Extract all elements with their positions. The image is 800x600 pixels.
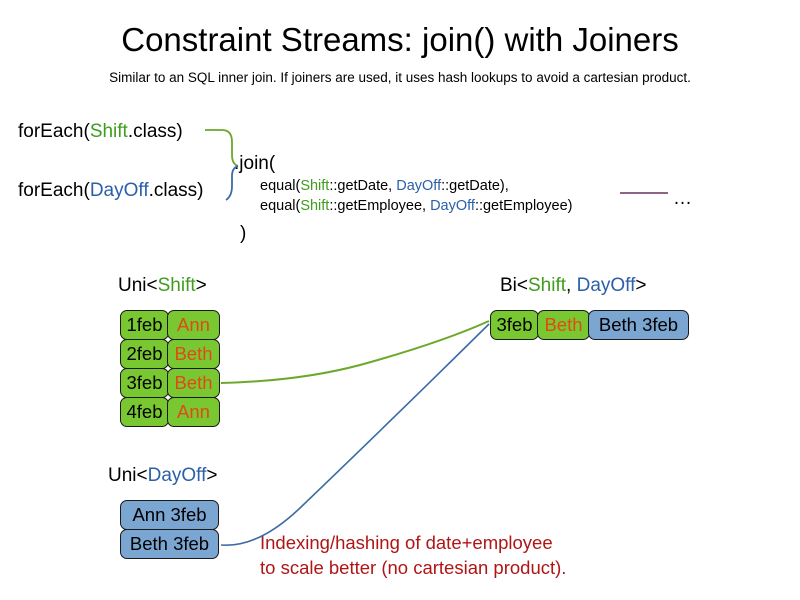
caption-note: Indexing/hashing of date+employee to sca… xyxy=(260,530,566,580)
connector-dayoff-row-to-bi-icon xyxy=(220,323,490,546)
foreach-shift-suffix: .class) xyxy=(127,121,183,142)
connector-shift-row-to-bi-icon xyxy=(220,320,490,384)
code-ellipsis: … xyxy=(673,188,692,209)
uni-shift-label-prefix: Uni< xyxy=(118,275,158,296)
dayoff-pair-cell: Beth 3feb xyxy=(120,529,219,559)
page-subtitle: Similar to an SQL inner join. If joiners… xyxy=(109,70,691,85)
foreach-shift-type: Shift xyxy=(89,121,128,142)
bi-shift-date-cell: 3feb xyxy=(490,310,539,340)
code-foreach-shift: forEach(Shift.class) xyxy=(18,120,183,144)
joiner-1-right-method: ::getEmployee) xyxy=(474,198,573,214)
joiner-1-right-type: DayOff xyxy=(430,198,475,214)
page-title: Constraint Streams: join() with Joiners xyxy=(121,21,679,58)
uni-dayoff-label-prefix: Uni< xyxy=(108,465,148,486)
bi-label-type-b: DayOff xyxy=(576,275,636,296)
joiner-1-prefix: equal( xyxy=(260,198,301,214)
table-row[interactable]: 2feb Beth xyxy=(120,339,220,369)
label-uni-shift: Uni<Shift> xyxy=(118,274,207,298)
bi-label-suffix: > xyxy=(635,275,647,296)
code-joiner-equal-employee: equal(Shift::getEmployee, DayOff::getEmp… xyxy=(260,197,572,216)
table-row[interactable]: 3feb Beth xyxy=(120,368,220,398)
label-uni-dayoff: Uni<DayOff> xyxy=(108,464,218,488)
uni-dayoff-label-suffix: > xyxy=(206,465,218,486)
code-join-close: ) xyxy=(240,223,247,244)
joiner-1-left-method: ::getEmployee, xyxy=(329,198,431,214)
uni-shift-label-suffix: > xyxy=(195,275,207,296)
joiner-1-left-type: Shift xyxy=(300,198,330,214)
foreach-dayoff-suffix: .class) xyxy=(148,180,204,201)
foreach-shift-prefix: forEach( xyxy=(18,121,90,142)
shift-employee-cell: Beth xyxy=(167,339,220,369)
table-row[interactable]: 3feb Beth Beth 3feb xyxy=(490,310,689,340)
code-foreach-dayoff: forEach(DayOff.class) xyxy=(18,179,204,203)
bi-label-type-a: Shift xyxy=(528,275,567,296)
foreach-dayoff-prefix: forEach( xyxy=(18,180,90,201)
joiner-0-prefix: equal( xyxy=(260,178,301,194)
shift-date-cell: 1feb xyxy=(120,310,169,340)
dayoff-pair-cell: Ann 3feb xyxy=(120,500,219,530)
foreach-dayoff-type: DayOff xyxy=(89,180,149,201)
caption-line-1: Indexing/hashing of date+employee xyxy=(260,532,553,553)
bi-label-separator: , xyxy=(566,275,577,296)
joiner-0-left-type: Shift xyxy=(300,178,330,194)
uni-shift-label-type: Shift xyxy=(157,275,196,296)
caption-line-2: to scale better (no cartesian product). xyxy=(260,557,567,578)
shift-date-cell: 2feb xyxy=(120,339,169,369)
joiner-0-left-method: ::getDate, xyxy=(329,178,397,194)
list-item[interactable]: Ann 3feb xyxy=(120,500,219,530)
joiner-0-right-method: ::getDate), xyxy=(441,178,509,194)
uni-dayoff-label-type: DayOff xyxy=(147,465,207,486)
shift-employee-cell: Ann xyxy=(167,310,220,340)
code-joiner-equal-date: equal(Shift::getDate, DayOff::getDate), xyxy=(260,177,509,196)
table-row[interactable]: 4feb Ann xyxy=(120,397,220,427)
shift-employee-cell: Beth xyxy=(167,368,220,398)
bi-dayoff-pair-cell: Beth 3feb xyxy=(588,310,689,340)
bi-label-prefix: Bi< xyxy=(500,275,528,296)
label-bi-join: Bi<Shift, DayOff> xyxy=(500,274,646,298)
list-item[interactable]: Beth 3feb xyxy=(120,529,219,559)
joiner-0-right-type: DayOff xyxy=(396,178,442,194)
code-join-open: .join( xyxy=(234,153,276,174)
shift-date-cell: 4feb xyxy=(120,397,169,427)
table-row[interactable]: 1feb Ann xyxy=(120,310,220,340)
bi-shift-employee-cell: Beth xyxy=(537,310,590,340)
shift-date-cell: 3feb xyxy=(120,368,169,398)
shift-employee-cell: Ann xyxy=(167,397,220,427)
